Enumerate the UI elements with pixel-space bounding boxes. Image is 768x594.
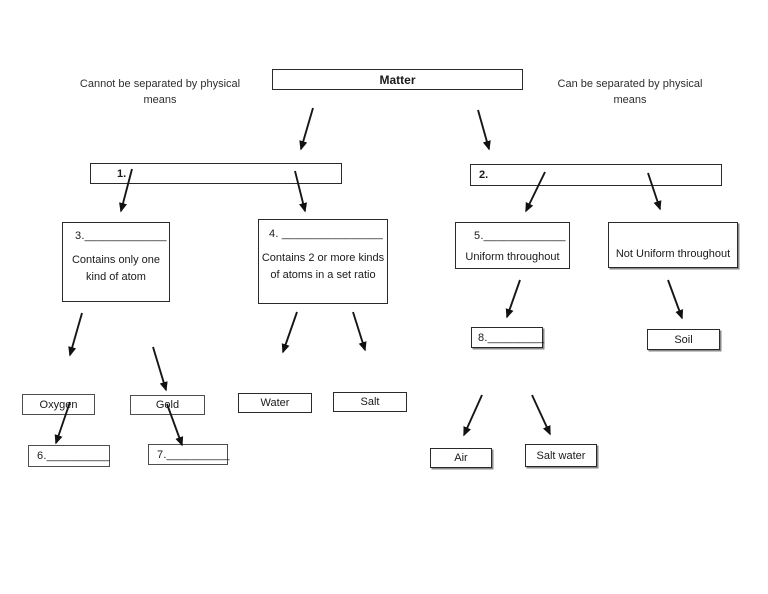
blank-6-line: 6.__________: [37, 450, 110, 462]
arrow-3-to-gold: [152, 346, 168, 392]
node-soil: Soil: [647, 329, 720, 350]
blank-4-description: Contains 2 or more kinds of atoms in a s…: [261, 252, 385, 281]
caption-can-be-separated: Can be separated by physical means: [557, 78, 703, 106]
node-blank-1[interactable]: 1.: [90, 163, 342, 184]
node-blank-5-homogeneous[interactable]: 5._____________ Uniform throughout: [455, 222, 570, 269]
blank-3-description: Contains only one kind of atom: [71, 254, 161, 283]
node-blank-4-compound[interactable]: 4. ________________ Contains 2 or more k…: [258, 219, 388, 304]
blank-7-line: 7.__________: [157, 448, 230, 461]
node-salt-water: Salt water: [525, 444, 597, 467]
arrow-8-to-air: [463, 394, 483, 437]
node-matter: Matter: [272, 69, 523, 90]
node-gold: Gold: [130, 395, 205, 415]
arrow-4-to-water: [281, 311, 298, 354]
node-blank-2[interactable]: 2.: [470, 164, 722, 186]
node-blank-8-mixture[interactable]: 8._________: [471, 327, 545, 348]
blank-5-description: Uniform throughout: [465, 251, 560, 263]
blank-1-label: 1.: [117, 168, 127, 180]
node-water: Water: [238, 393, 312, 413]
node-oxygen: Oxygen: [22, 394, 95, 415]
arrow-3-to-oxygen: [68, 312, 83, 357]
arrow-5-to-8: [505, 279, 521, 319]
blank-4-line: 4. ________________: [269, 228, 383, 240]
arrow-8-to-salt-water: [531, 394, 551, 436]
arrow-matter-to-2: [477, 109, 491, 151]
node-not-uniform: Not Uniform throughout: [608, 222, 738, 268]
node-blank-6[interactable]: 6.__________: [28, 445, 110, 467]
arrow-not-uniform-to-soil: [667, 279, 684, 320]
caption-cannot-be-separated: Cannot be separated by physical means: [79, 78, 241, 106]
arrow-4-to-salt: [352, 311, 367, 352]
blank-5-line: 5._____________: [474, 230, 566, 242]
blank-3-line: 3._____________: [75, 230, 167, 242]
node-blank-7[interactable]: 7.__________: [148, 444, 230, 465]
blank-8-line: 8._________: [478, 331, 545, 344]
arrow-matter-to-1: [299, 107, 314, 151]
node-salt: Salt: [333, 392, 407, 412]
node-blank-3-element[interactable]: 3._____________ Contains only one kind o…: [62, 222, 170, 302]
blank-2-label: 2.: [479, 169, 489, 181]
node-air: Air: [430, 448, 492, 468]
